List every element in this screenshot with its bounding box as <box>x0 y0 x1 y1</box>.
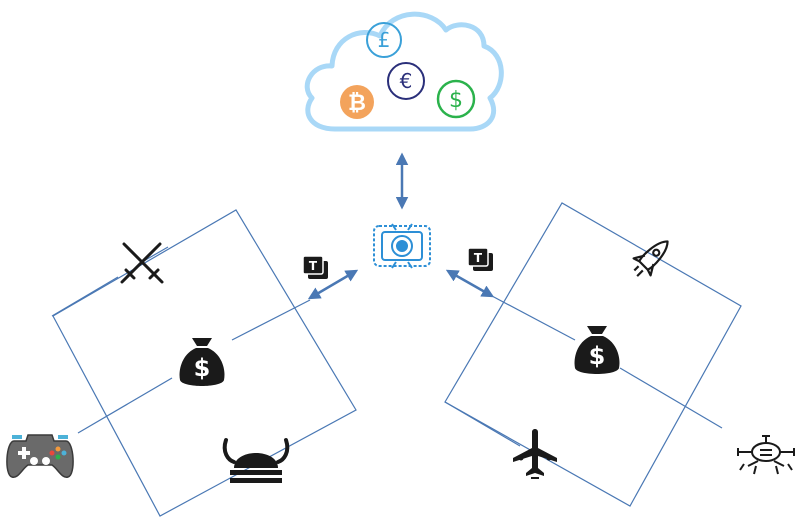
connectors <box>307 152 495 300</box>
game-controller-icon <box>6 434 74 478</box>
right-world-square <box>444 202 742 507</box>
crossed-swords-icon <box>120 242 164 284</box>
right-bag-symbol: $ <box>589 342 606 370</box>
left-bag-symbol: $ <box>194 354 211 382</box>
dollar-symbol: $ <box>449 88 463 113</box>
token-badge-right-label: T <box>474 251 483 265</box>
token-badge-left-label: T <box>309 259 318 273</box>
hub-left-world-arrow <box>307 269 359 300</box>
right-world: $ <box>444 202 795 507</box>
pound-symbol: £ <box>378 28 391 52</box>
bitcoin-symbol: ₿ <box>348 91 366 116</box>
left-world: $ <box>6 209 357 517</box>
airplane-icon <box>513 429 557 479</box>
token-badge-left: T <box>302 255 328 279</box>
viking-helmet-icon <box>222 438 290 483</box>
money-bag-icon: $ <box>179 338 225 386</box>
currency-cloud: £ € ₿ $ <box>304 11 504 132</box>
dollar-coin-icon: $ <box>436 79 476 119</box>
left-world-square <box>52 209 357 517</box>
bitcoin-coin-icon: ₿ <box>340 85 374 119</box>
euro-coin-icon: € <box>387 62 425 100</box>
cloud-icon <box>304 11 504 132</box>
pound-coin-icon: £ <box>366 22 402 58</box>
hub-right-world-arrow <box>445 269 495 298</box>
euro-symbol: € <box>400 69 413 93</box>
money-bag-icon: $ <box>574 326 620 374</box>
token-badge-right: T <box>467 247 493 271</box>
exchange-hub-icon <box>373 223 431 269</box>
space-station-icon <box>737 435 795 475</box>
rocket-icon <box>632 240 669 277</box>
